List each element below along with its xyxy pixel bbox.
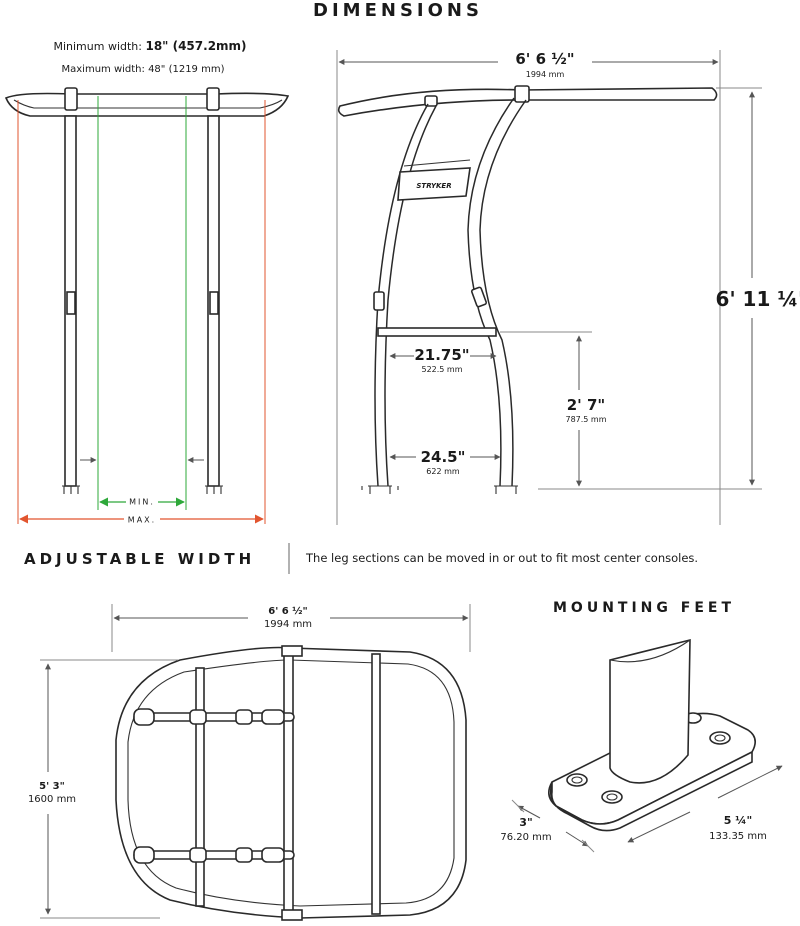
side-top-width: 6' 6 ½" (515, 50, 574, 68)
side-logo: STRYKER (416, 182, 451, 190)
top-view-width-mm: 1994 mm (264, 619, 312, 630)
min-label: MIN. (129, 498, 155, 507)
lower-height: 2' 7" (567, 396, 606, 414)
front-view: Minimum width: 18" (457.2mm) Maximum wid… (4, 39, 290, 525)
front-top-bar (4, 92, 290, 117)
upper-leg-spread-mm: 522.5 mm (421, 365, 462, 374)
total-height: 6' 11 ¼" (716, 287, 800, 311)
side-logo-plate (397, 167, 471, 201)
top-view-rod-lower (133, 846, 295, 864)
top-view-width: 6' 6 ½" (268, 606, 308, 617)
foot-upright (609, 638, 691, 784)
adjustable-width-banner: ADJUSTABLE WIDTH The leg sections can be… (24, 543, 698, 574)
side-top-width-mm: 1994 mm (526, 70, 565, 79)
top-view-tube-1 (195, 667, 205, 907)
foot-length-mm: 133.35 mm (709, 831, 767, 842)
top-view-tube-2 (283, 649, 294, 917)
foot-hole-2 (601, 790, 623, 804)
top-view-tube-3 (371, 653, 381, 915)
foot-width: 3" (519, 816, 532, 829)
page-title: DIMENSIONS (313, 0, 483, 21)
mounting-feet-title: MOUNTING FEET (553, 600, 735, 616)
base-spread: 24.5" (421, 448, 466, 466)
foot-hole-1 (566, 773, 588, 787)
side-top-rail (337, 87, 718, 117)
side-cross-bar (377, 327, 497, 337)
foot-length: 5 ¼" (724, 814, 753, 827)
adjustable-description: The leg sections can be moved in or out … (305, 551, 698, 565)
adjustable-title: ADJUSTABLE WIDTH (24, 550, 255, 568)
max-label: MAX. (128, 516, 156, 525)
front-clamp-right (206, 87, 220, 111)
upper-leg-spread: 21.75" (414, 346, 469, 364)
base-spread-mm: 622 mm (426, 467, 460, 476)
lower-height-mm: 787.5 mm (565, 415, 606, 424)
min-width-text: Minimum width: 18" (457.2mm) (53, 39, 246, 53)
top-view-depth: 5' 3" (39, 781, 65, 792)
foot-width-mm: 76.20 mm (500, 832, 551, 843)
max-width-text: Maximum width: 48" (1219 mm) (62, 64, 225, 75)
top-view: 6' 6 ½" 1994 mm 5' 3" (28, 600, 471, 921)
top-view-depth-mm: 1600 mm (28, 794, 76, 805)
front-clamp-left (64, 87, 78, 111)
side-view: 6' 6 ½" 1994 mm STRYKER 21.75" 522.5 mm … (336, 50, 800, 525)
foot-hole-4 (709, 731, 731, 745)
top-view-rod-upper (133, 708, 295, 726)
mounting-feet: MOUNTING FEET 3" 76.20 mm 5 ¼" 133.35 mm (500, 600, 783, 853)
